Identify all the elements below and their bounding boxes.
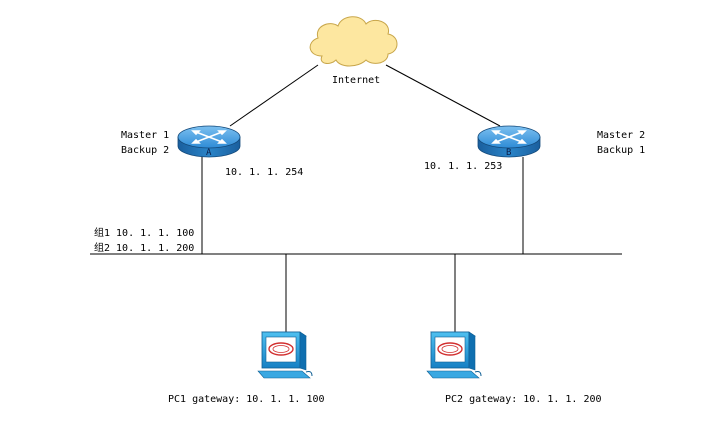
router-b: B Master 2 Backup 1 10. 1. 1. 253 <box>424 125 645 172</box>
internet-cloud: Internet <box>309 16 398 86</box>
pc2: PC2 gateway: 10. 1. 1. 200 <box>426 331 602 405</box>
links <box>90 64 622 332</box>
router-b-name: B <box>506 148 511 158</box>
pc1: PC1 gateway: 10. 1. 1. 100 <box>168 331 325 405</box>
group-2-label: 组2 10. 1. 1. 200 <box>94 241 194 254</box>
router-b-role-master: Master 2 <box>597 130 645 141</box>
router-a: A Master 1 Backup 2 10. 1. 1. 254 <box>121 125 303 178</box>
router-a-ip: 10. 1. 1. 254 <box>225 167 303 178</box>
link-cloud-router-b <box>385 64 501 127</box>
router-icon <box>477 125 541 158</box>
router-b-ip: 10. 1. 1. 253 <box>424 161 502 172</box>
link-cloud-router-a <box>229 64 319 127</box>
pc-icon <box>257 331 313 379</box>
router-a-role-master: Master 1 <box>121 130 169 141</box>
internet-label: Internet <box>332 75 380 86</box>
vrrp-groups: 组1 10. 1. 1. 100 组2 10. 1. 1. 200 <box>94 226 194 254</box>
router-a-role-backup: Backup 2 <box>121 145 169 156</box>
pc1-gateway-label: PC1 gateway: 10. 1. 1. 100 <box>168 394 325 405</box>
router-a-name: A <box>206 148 212 158</box>
router-icon <box>177 125 241 158</box>
pc-icon <box>426 331 482 379</box>
group-1-label: 组1 10. 1. 1. 100 <box>94 226 194 239</box>
cloud-icon <box>309 16 398 67</box>
router-b-role-backup: Backup 1 <box>597 145 645 156</box>
pc2-gateway-label: PC2 gateway: 10. 1. 1. 200 <box>445 394 602 405</box>
